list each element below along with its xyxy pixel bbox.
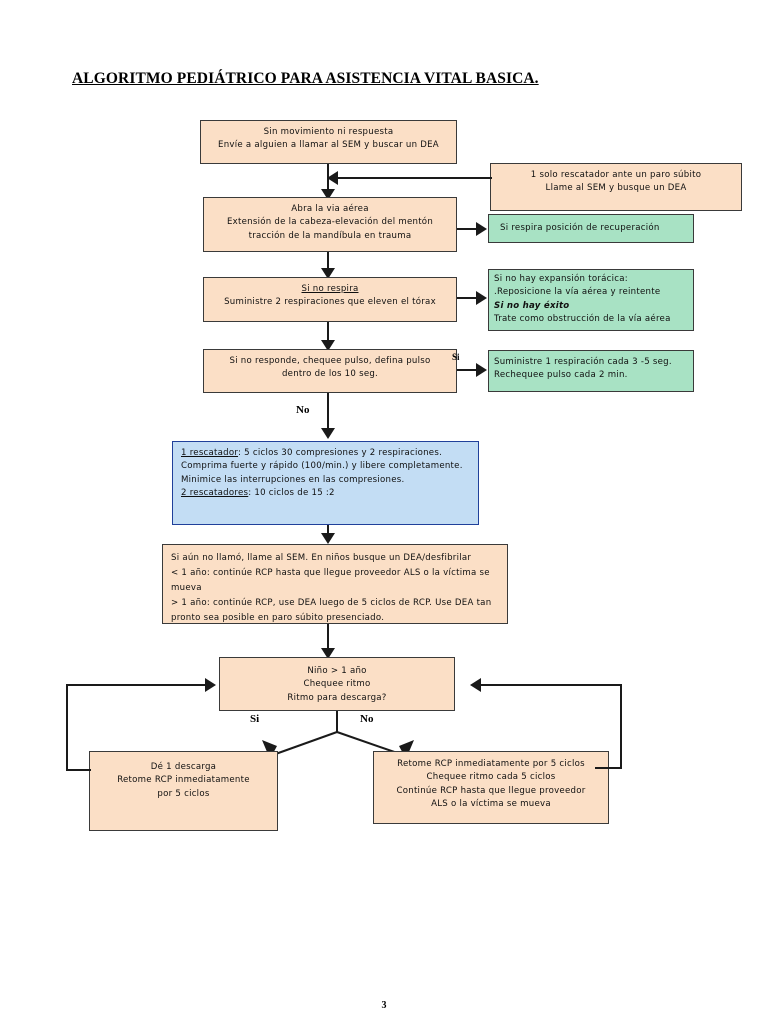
arrowhead-airway-to-recovery bbox=[476, 222, 487, 236]
edge-label-yes-pulse: Si bbox=[452, 352, 460, 362]
connector-shock-loop-stub bbox=[66, 769, 91, 771]
connector-shock-loop-vertical bbox=[66, 684, 68, 771]
node-no-shock-line1: Retome RCP inmediatamente por 5 ciclos bbox=[397, 759, 585, 769]
node-no-chest-rise-line4: Trate como obstrucción de la vía aérea bbox=[494, 313, 671, 324]
arrowhead-compressions-to-aed bbox=[321, 533, 335, 544]
node-lone-rescuer: 1 solo rescatador ante un paro súbito Ll… bbox=[490, 163, 742, 211]
node-recovery-position: Si respira posición de recuperación bbox=[488, 214, 694, 243]
node-rhythm-check-line3: Ritmo para descarga? bbox=[287, 692, 387, 703]
arrowhead-shock-loop bbox=[205, 678, 216, 692]
node-compressions-line2: Comprima fuerte y rápido (100/min.) y li… bbox=[181, 461, 463, 472]
edge-label-no-pulse: No bbox=[296, 404, 310, 416]
node-no-chest-rise-line1: Si no hay expansión torácica: bbox=[494, 274, 628, 284]
node-rescue-breathing: Suministre 1 respiración cada 3 -5 seg. … bbox=[488, 350, 694, 392]
node-recovery-position-line1: Si respira posición de recuperación bbox=[500, 222, 660, 233]
node-aed-line3: > 1 año: continúe RCP, use DEA luego de … bbox=[171, 598, 492, 624]
node-compressions-line4: : 10 ciclos de 15 :2 bbox=[248, 487, 335, 498]
connector-no-shock-loop-vertical bbox=[620, 684, 622, 769]
node-pulse-check-line1: Si no responde, chequee pulso, defina pu… bbox=[229, 356, 431, 366]
connector-pulse-to-rescue-breathing bbox=[457, 369, 480, 371]
arrowhead-aed-to-rhythm bbox=[321, 648, 335, 659]
connector-lone-rescuer-to-spine bbox=[338, 177, 492, 179]
node-lone-rescuer-line2: Llame al SEM y busque un DEA bbox=[545, 183, 687, 194]
node-pulse-check-line2: dentro de los 10 seg. bbox=[281, 369, 379, 380]
node-give-shock: Dé 1 descarga Retome RCP inmediatamente … bbox=[89, 751, 278, 831]
edge-label-rhythm-yes: Si bbox=[250, 713, 260, 725]
page-title: ALGORITMO PEDIÁTRICO PARA ASISTENCIA VIT… bbox=[72, 70, 539, 87]
node-compressions-row1: 1 rescatador: 5 ciclos 30 compresiones y… bbox=[181, 447, 470, 460]
node-aed-line1: Si aún no llamó, llame al SEM. En niños … bbox=[171, 553, 472, 563]
node-compressions-line3: Minimice las interrupciones en las compr… bbox=[181, 474, 405, 485]
node-compressions: 1 rescatador: 5 ciclos 30 compresiones y… bbox=[172, 441, 479, 525]
arrowhead-pulse-to-rescue-breathing bbox=[476, 363, 487, 377]
edge-label-rhythm-no: No bbox=[360, 713, 374, 725]
connector-compressions-to-aed bbox=[327, 525, 329, 537]
node-give-shock-line1: Dé 1 descarga bbox=[150, 762, 217, 772]
node-lone-rescuer-line1: 1 solo rescatador ante un paro súbito bbox=[530, 170, 702, 180]
connector-airway-to-breathing bbox=[327, 252, 329, 274]
connector-no-shock-loop-horizontal bbox=[481, 684, 622, 686]
node-rhythm-check: Niño > 1 año Chequee ritmo Ritmo para de… bbox=[219, 657, 455, 711]
arrowhead-breathing-to-obstruction bbox=[476, 291, 487, 305]
arrowhead-start-to-airway bbox=[321, 189, 335, 200]
connector-shock-loop-horizontal bbox=[66, 684, 205, 686]
arrowhead-pulse-to-compressions bbox=[321, 428, 335, 439]
node-start-line2: Envíe a alguien a llamar al SEM y buscar… bbox=[218, 140, 439, 151]
page-number: 3 bbox=[381, 1000, 387, 1011]
node-no-shock-line4: ALS o la víctima se mueva bbox=[431, 798, 551, 809]
node-start-line1: Sin movimiento ni respuesta bbox=[263, 127, 394, 137]
connector-breathing-to-obstruction bbox=[457, 297, 480, 299]
node-give-shock-line3: por 5 ciclos bbox=[157, 788, 210, 799]
node-aed-line2: < 1 año: continúe RCP hasta que llegue p… bbox=[171, 568, 490, 594]
node-airway: Abra la via aérea Extensión de la cabeza… bbox=[203, 197, 457, 252]
node-give-shock-line2: Retome RCP inmediatamente bbox=[117, 775, 250, 786]
node-no-shock-line3: Continúe RCP hasta que llegue proveedor bbox=[396, 785, 586, 796]
node-breathing: Si no respira Suministre 2 respiraciones… bbox=[203, 277, 457, 322]
node-rhythm-check-line2: Chequee ritmo bbox=[303, 679, 371, 690]
connector-aed-to-rhythm bbox=[327, 624, 329, 654]
connector-rhythm-stem bbox=[336, 711, 338, 732]
connector-pulse-to-compressions bbox=[327, 393, 329, 435]
arrowhead-breathing-to-pulse bbox=[321, 340, 335, 351]
connector-breathing-to-pulse bbox=[327, 322, 329, 346]
node-breathing-line2: Suministre 2 respiraciones que eleven el… bbox=[224, 297, 436, 308]
node-no-chest-rise: Si no hay expansión torácica: .Reposicio… bbox=[488, 269, 694, 331]
node-rescue-breathing-line2: Rechequee pulso cada 2 min. bbox=[494, 370, 628, 381]
node-aed-instructions: Si aún no llamó, llame al SEM. En niños … bbox=[162, 544, 508, 624]
node-start: Sin movimiento ni respuesta Envíe a algu… bbox=[200, 120, 457, 164]
node-compressions-line1: : 5 ciclos 30 compresiones y 2 respiraci… bbox=[238, 448, 443, 458]
node-no-shock: Retome RCP inmediatamente por 5 ciclos C… bbox=[373, 751, 609, 824]
node-breathing-heading: Si no respira bbox=[301, 284, 359, 294]
node-airway-line1: Abra la via aérea bbox=[291, 204, 369, 214]
node-rhythm-check-line1: Niño > 1 año bbox=[307, 666, 367, 676]
arrowhead-airway-to-breathing bbox=[321, 268, 335, 279]
node-compressions-row4: 2 rescatadores: 10 ciclos de 15 :2 bbox=[181, 487, 470, 500]
node-pulse-check: Si no responde, chequee pulso, defina pu… bbox=[203, 349, 457, 393]
connector-airway-to-recovery bbox=[457, 228, 480, 230]
node-airway-line2: Extensión de la cabeza-elevación del men… bbox=[226, 217, 434, 228]
node-no-chest-rise-line3: Si no hay éxito bbox=[494, 300, 570, 311]
arrowhead-lone-rescuer bbox=[327, 171, 338, 185]
connector-rhythm-to-shock bbox=[262, 731, 338, 759]
node-rescue-breathing-line1: Suministre 1 respiración cada 3 -5 seg. bbox=[494, 357, 672, 367]
node-no-chest-rise-line2: .Reposicione la vía aérea y reintente bbox=[494, 287, 661, 298]
node-compressions-label2: 2 rescatadores bbox=[181, 487, 249, 498]
node-no-shock-line2: Chequee ritmo cada 5 ciclos bbox=[426, 772, 556, 783]
arrowhead-no-shock-loop bbox=[470, 678, 481, 692]
connector-no-shock-loop-stub bbox=[595, 767, 622, 769]
node-compressions-label1: 1 rescatador bbox=[181, 448, 239, 458]
node-airway-line3: tracción de la mandíbula en trauma bbox=[248, 230, 412, 241]
